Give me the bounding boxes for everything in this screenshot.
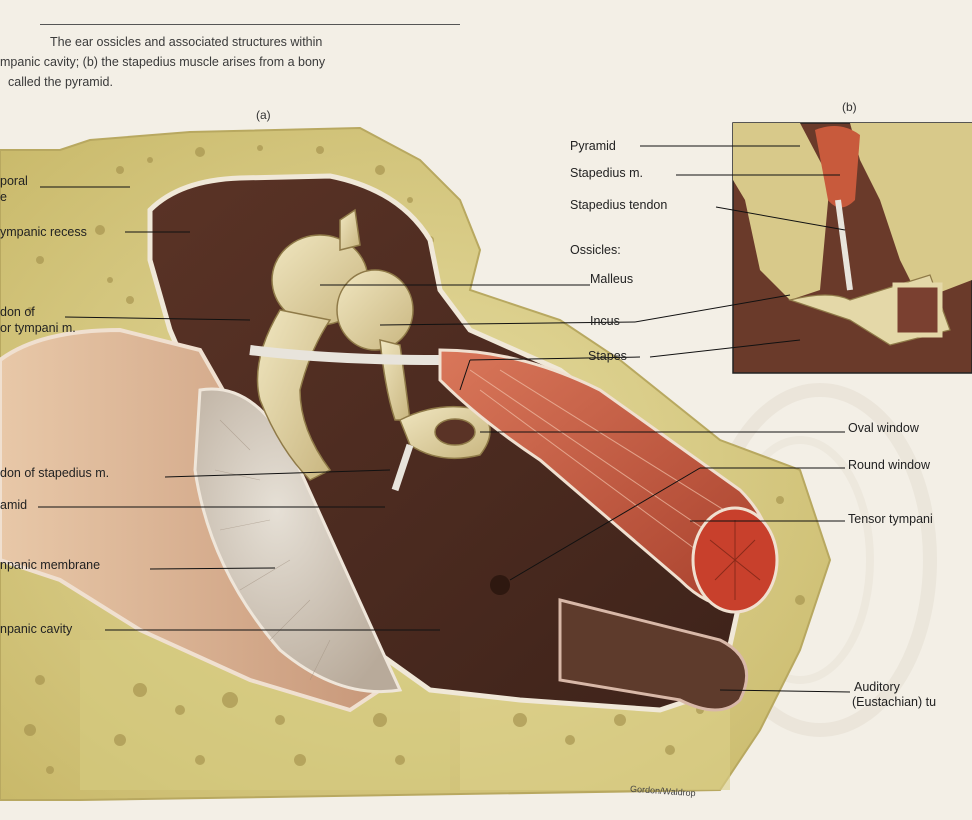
label-tympanic-cavity: npanic cavity [0,622,73,636]
label-oval-window: Oval window [848,421,919,435]
inset-panel-b [732,122,972,374]
label-malleus: Malleus [590,272,634,286]
label-tendon-tensor-1: don of [0,305,35,319]
label-tensor-tympani: Tensor tympani [848,512,933,526]
auditory-tube [558,598,749,712]
caption-line-1: The ear ossicles and associated structur… [50,35,323,49]
label-temporal-bone: poral [0,174,28,188]
label-stapedius-tendon: Stapedius tendon [570,198,668,212]
label-tympanic-membrane: npanic membrane [0,558,101,572]
label-pyramid-left: amid [0,498,28,512]
label-round-window: Round window [848,458,930,472]
label-epitympanic-recess: ympanic recess [0,225,87,239]
label-stapedius-muscle: Stapedius m. [570,166,643,180]
label-tendon-stapedius: don of stapedius m. [0,466,110,480]
tensor-tympani-tendon [249,345,441,365]
panel-label-a: (a) [256,108,271,122]
leader-lines [38,145,851,693]
label-tendon-tensor-2: or tympani m. [0,321,76,335]
label-temporal-bone-2: e [0,190,7,204]
label-auditory-tube-2: (Eustachian) tu [852,695,937,709]
label-stapes: Stapes [588,349,627,363]
label-pyramid-inset: Pyramid [570,139,616,153]
caption-line-2: mpanic cavity; (b) the stapedius muscle … [0,55,326,69]
panel-label-b: (b) [842,100,857,114]
label-incus: Incus [590,314,620,328]
label-auditory-tube-1: Auditory [854,680,900,694]
round-window [490,575,510,595]
stapedius-tendon [391,443,414,492]
label-ossicles: Ossicles: [570,243,621,257]
caption-rule [40,24,460,25]
caption-line-3: called the pyramid. [8,75,113,89]
